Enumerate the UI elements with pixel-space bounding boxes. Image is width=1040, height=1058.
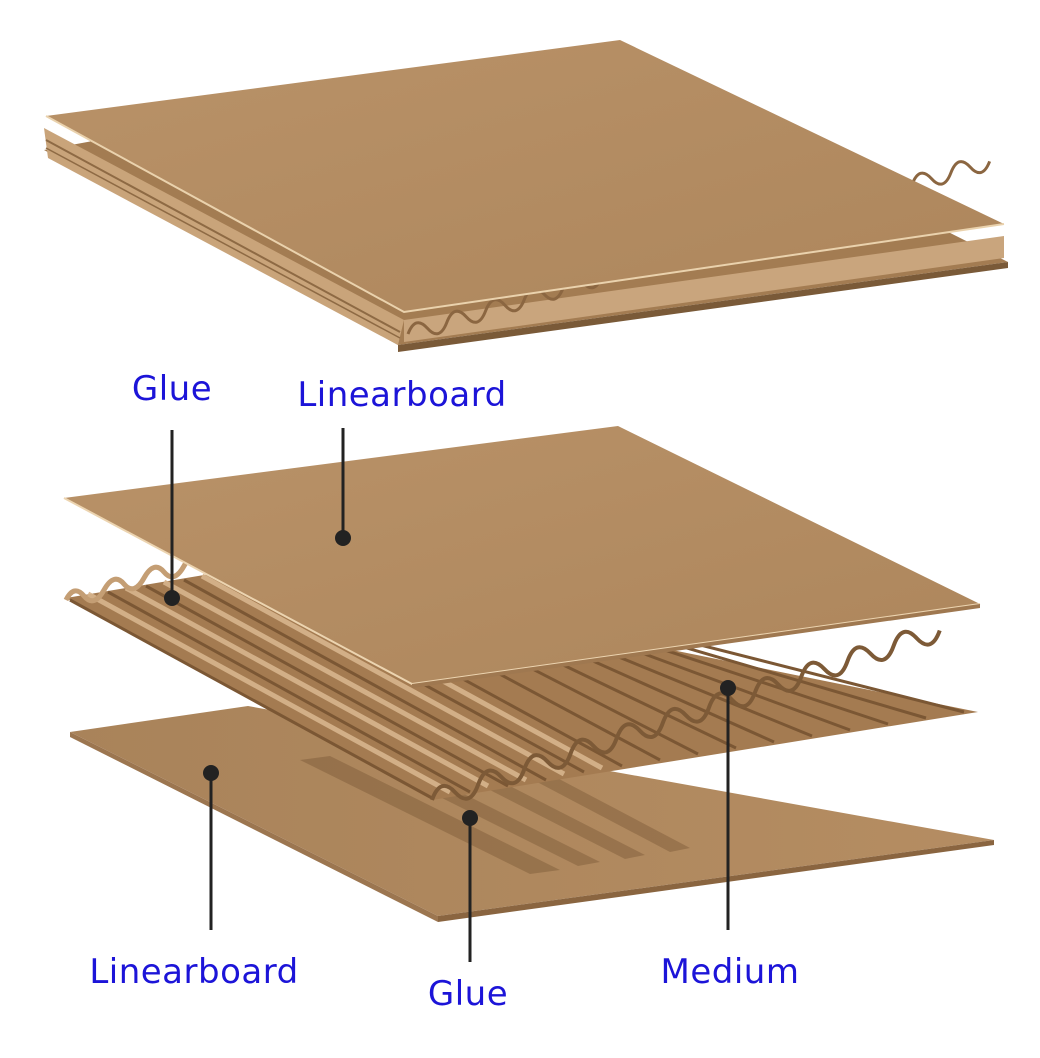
dot-glue-bottom <box>462 810 478 826</box>
label-glue-top: Glue <box>132 369 212 409</box>
assembled-bottom-edge <box>398 262 1008 352</box>
top-linearboard-sheet <box>63 426 981 688</box>
labels: Glue Linearboard Linearboard Glue Medium <box>89 369 799 1014</box>
dot-medium <box>720 680 736 696</box>
dot-linearboard-top <box>335 530 351 546</box>
label-linearboard-bottom: Linearboard <box>89 952 298 992</box>
dot-linearboard-bottom <box>203 765 219 781</box>
dot-glue-top <box>164 590 180 606</box>
label-glue-bottom: Glue <box>428 974 508 1014</box>
leader-lines <box>170 428 730 962</box>
label-linearboard-top: Linearboard <box>297 375 506 415</box>
assembled-flute-edge <box>404 236 1004 342</box>
assembled-top-liner <box>46 40 1004 312</box>
label-medium: Medium <box>661 952 800 992</box>
leader-dots <box>164 530 736 826</box>
assembled-board <box>44 40 1008 352</box>
bottom-linearboard-sheet <box>70 706 994 922</box>
